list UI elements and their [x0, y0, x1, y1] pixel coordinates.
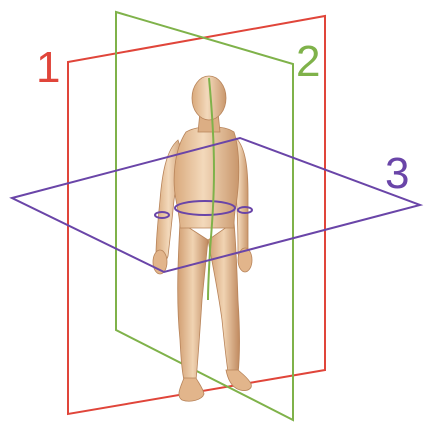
- human-figure: [153, 76, 252, 401]
- plane-2-label: 2: [296, 37, 320, 86]
- plane-1-label: 1: [36, 43, 60, 92]
- plane-3-label: 3: [385, 149, 409, 198]
